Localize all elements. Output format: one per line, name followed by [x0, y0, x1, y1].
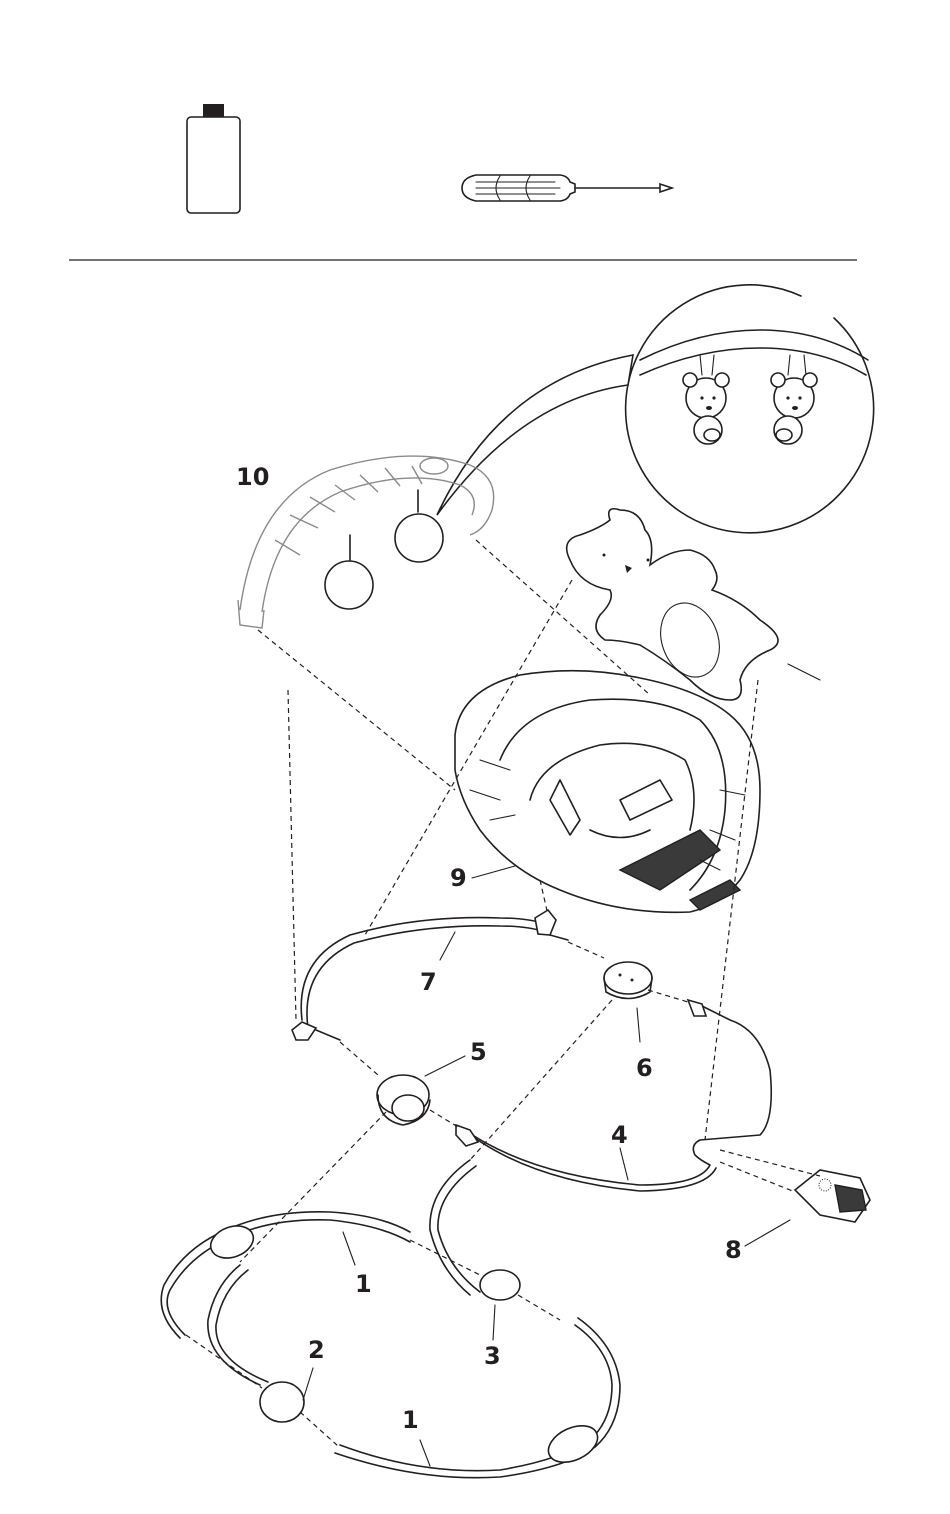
part-number-8: 8 — [725, 1236, 742, 1264]
part-number-6: 6 — [636, 1054, 653, 1082]
detail-callout — [437, 285, 874, 533]
wiring — [456, 1000, 771, 1191]
sound-unit — [795, 1170, 870, 1222]
screwdriver-icon — [462, 175, 672, 201]
part-number-4: 4 — [611, 1121, 628, 1149]
part-number-9: 9 — [450, 864, 467, 892]
vibration-button — [377, 1075, 430, 1125]
bear-toy-detail-left — [683, 355, 729, 444]
part-number-10: 10 — [236, 463, 269, 491]
part-number-1a: 1 — [355, 1270, 372, 1298]
part-number-7: 7 — [420, 968, 437, 996]
seat-cover — [455, 671, 760, 913]
bear-toy-detail-right — [771, 355, 817, 444]
part-number-5: 5 — [470, 1038, 487, 1066]
motor-unit — [604, 962, 652, 999]
part-number-1b: 1 — [402, 1406, 419, 1434]
battery-icon — [187, 104, 240, 213]
part-number-2: 2 — [308, 1336, 325, 1364]
base-frame — [161, 1160, 620, 1478]
part-number-3: 3 — [484, 1342, 501, 1370]
